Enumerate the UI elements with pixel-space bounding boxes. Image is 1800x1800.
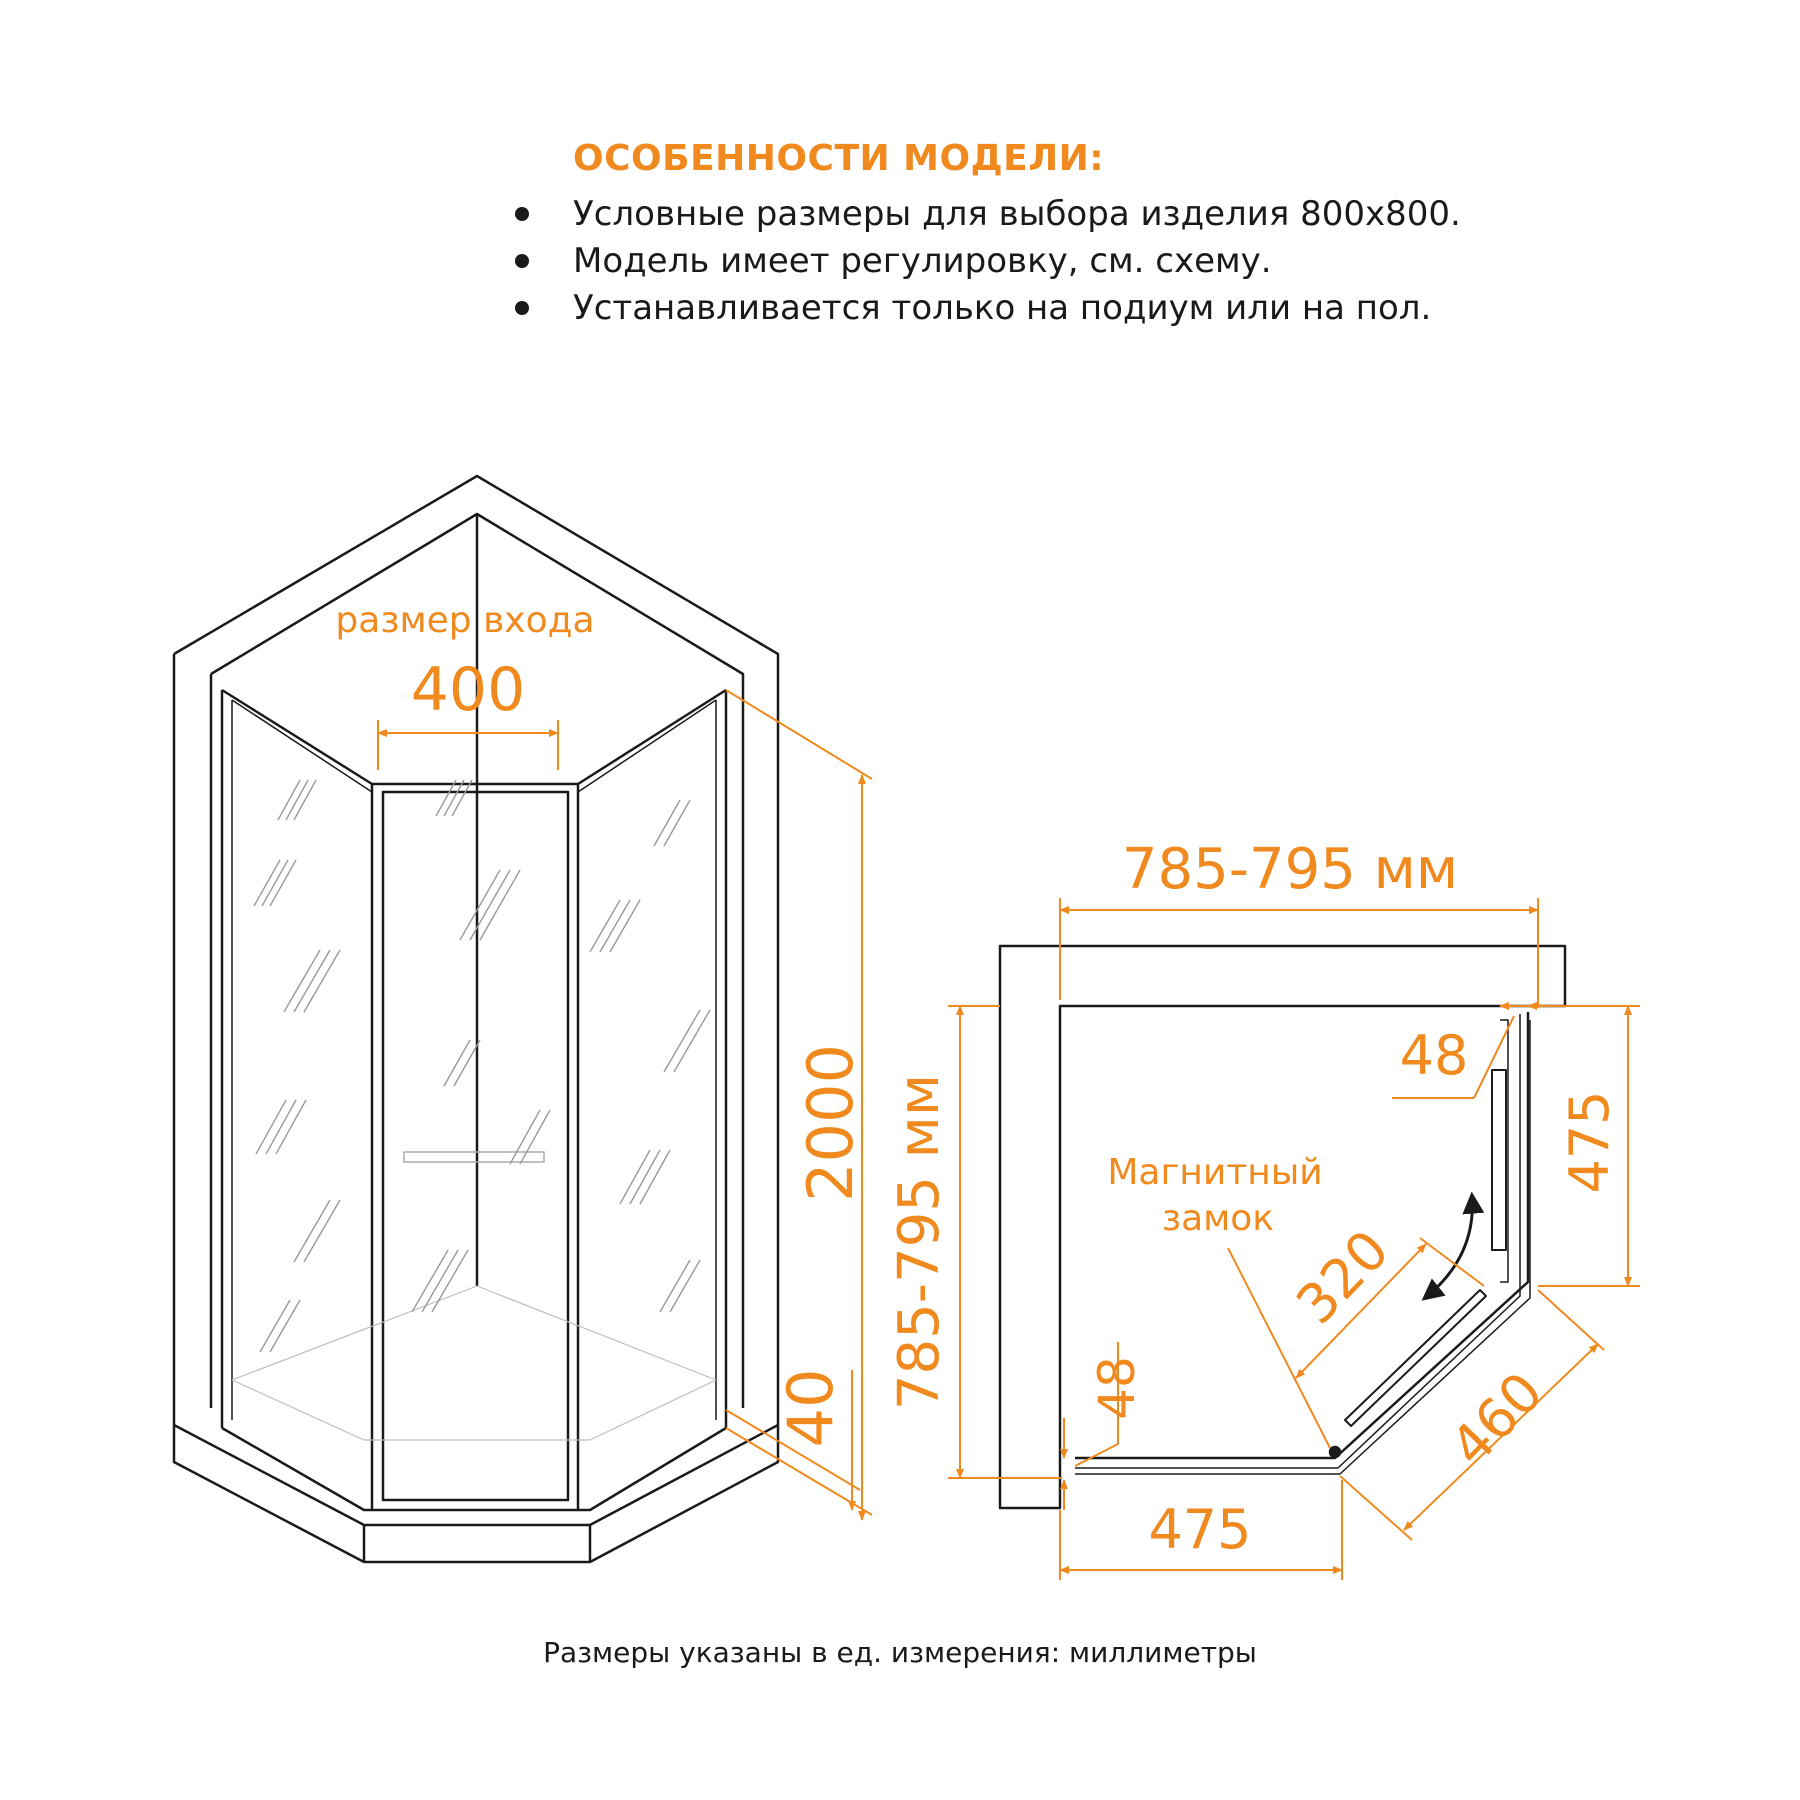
side-top-value: 48 [1400, 1024, 1469, 1087]
door-value: 320 [1284, 1218, 1401, 1336]
door-extension [1419, 1237, 1485, 1287]
bullet-icon [515, 301, 529, 315]
bullet-icon [515, 207, 529, 221]
side-left-value: 48 [1088, 1356, 1146, 1420]
cabin-frame-inner [231, 699, 717, 1420]
magnet-label-line1: Магнитный [1107, 1152, 1322, 1193]
magnet-leader [1227, 1247, 1331, 1449]
feature-item: Условные размеры для выбора изделия 800х… [505, 191, 1605, 238]
feature-item: Модель имеет регулировку, см. схему. [505, 238, 1605, 285]
height-value: 2000 [794, 1044, 867, 1202]
feature-text: Модель имеет регулировку, см. схему. [573, 241, 1272, 281]
door-dimension-line [1295, 1243, 1427, 1379]
features-list: Условные размеры для выбора изделия 800х… [505, 191, 1605, 332]
height-extension-top [725, 689, 873, 780]
model-features: ОСОБЕННОСТИ МОДЕЛИ: Условные размеры для… [505, 138, 1605, 332]
cabin-frame [220, 688, 728, 1512]
feature-text: Устанавливается только на подиум или на … [573, 288, 1432, 328]
gap-top-leader [1473, 1015, 1515, 1099]
front-view [172, 474, 780, 1564]
bullet-icon [515, 254, 529, 268]
door-seal [1500, 1019, 1509, 1283]
tray-floor [231, 1285, 717, 1441]
diagonal-extension-top [1537, 1289, 1605, 1351]
entry-width-value: 400 [411, 655, 526, 725]
door-handle [403, 1151, 545, 1163]
feature-text: Условные размеры для выбора изделия 800х… [573, 194, 1461, 234]
door-leaf-top [1344, 1289, 1487, 1427]
magnet-label-line2: замок [1162, 1198, 1274, 1239]
wall-outline [172, 474, 780, 1425]
glass-reflections [253, 779, 711, 1353]
depth-value: 785-795 мм [887, 1074, 952, 1410]
magnet-lock-point [1328, 1445, 1342, 1459]
side-right-value: 475 [1558, 1090, 1621, 1193]
diagonal-value: 460 [1438, 1360, 1555, 1478]
height-extension-bottom [725, 1427, 873, 1516]
adjustment-arrow-icon [1421, 1191, 1485, 1301]
wall-inner-outline [210, 512, 745, 1408]
door-panel [381, 790, 570, 1502]
diagonal-dimension-line [1403, 1343, 1599, 1531]
tray-height-value: 40 [774, 1369, 847, 1448]
left-gap-leader-d [1074, 1443, 1119, 1467]
features-title: ОСОБЕННОСТИ МОДЕЛИ: [573, 138, 1105, 179]
tray-extension-top [725, 1409, 861, 1491]
entry-size-label: размер входа [335, 600, 594, 641]
plan-walls [998, 944, 1567, 1510]
side-bottom-value: 475 [1148, 1498, 1251, 1561]
units-footnote: Размеры указаны в ед. измерения: миллиме… [543, 1636, 1257, 1669]
plan-dimensions [948, 898, 1640, 1580]
front-dimensions [377, 689, 873, 1521]
shower-tray [172, 1423, 780, 1564]
width-value: 785-795 мм [1122, 837, 1458, 902]
feature-item: Устанавливается только на подиум или на … [505, 285, 1605, 332]
diagonal-extension-bottom [1339, 1475, 1413, 1541]
door-leaf-right [1491, 1069, 1507, 1251]
